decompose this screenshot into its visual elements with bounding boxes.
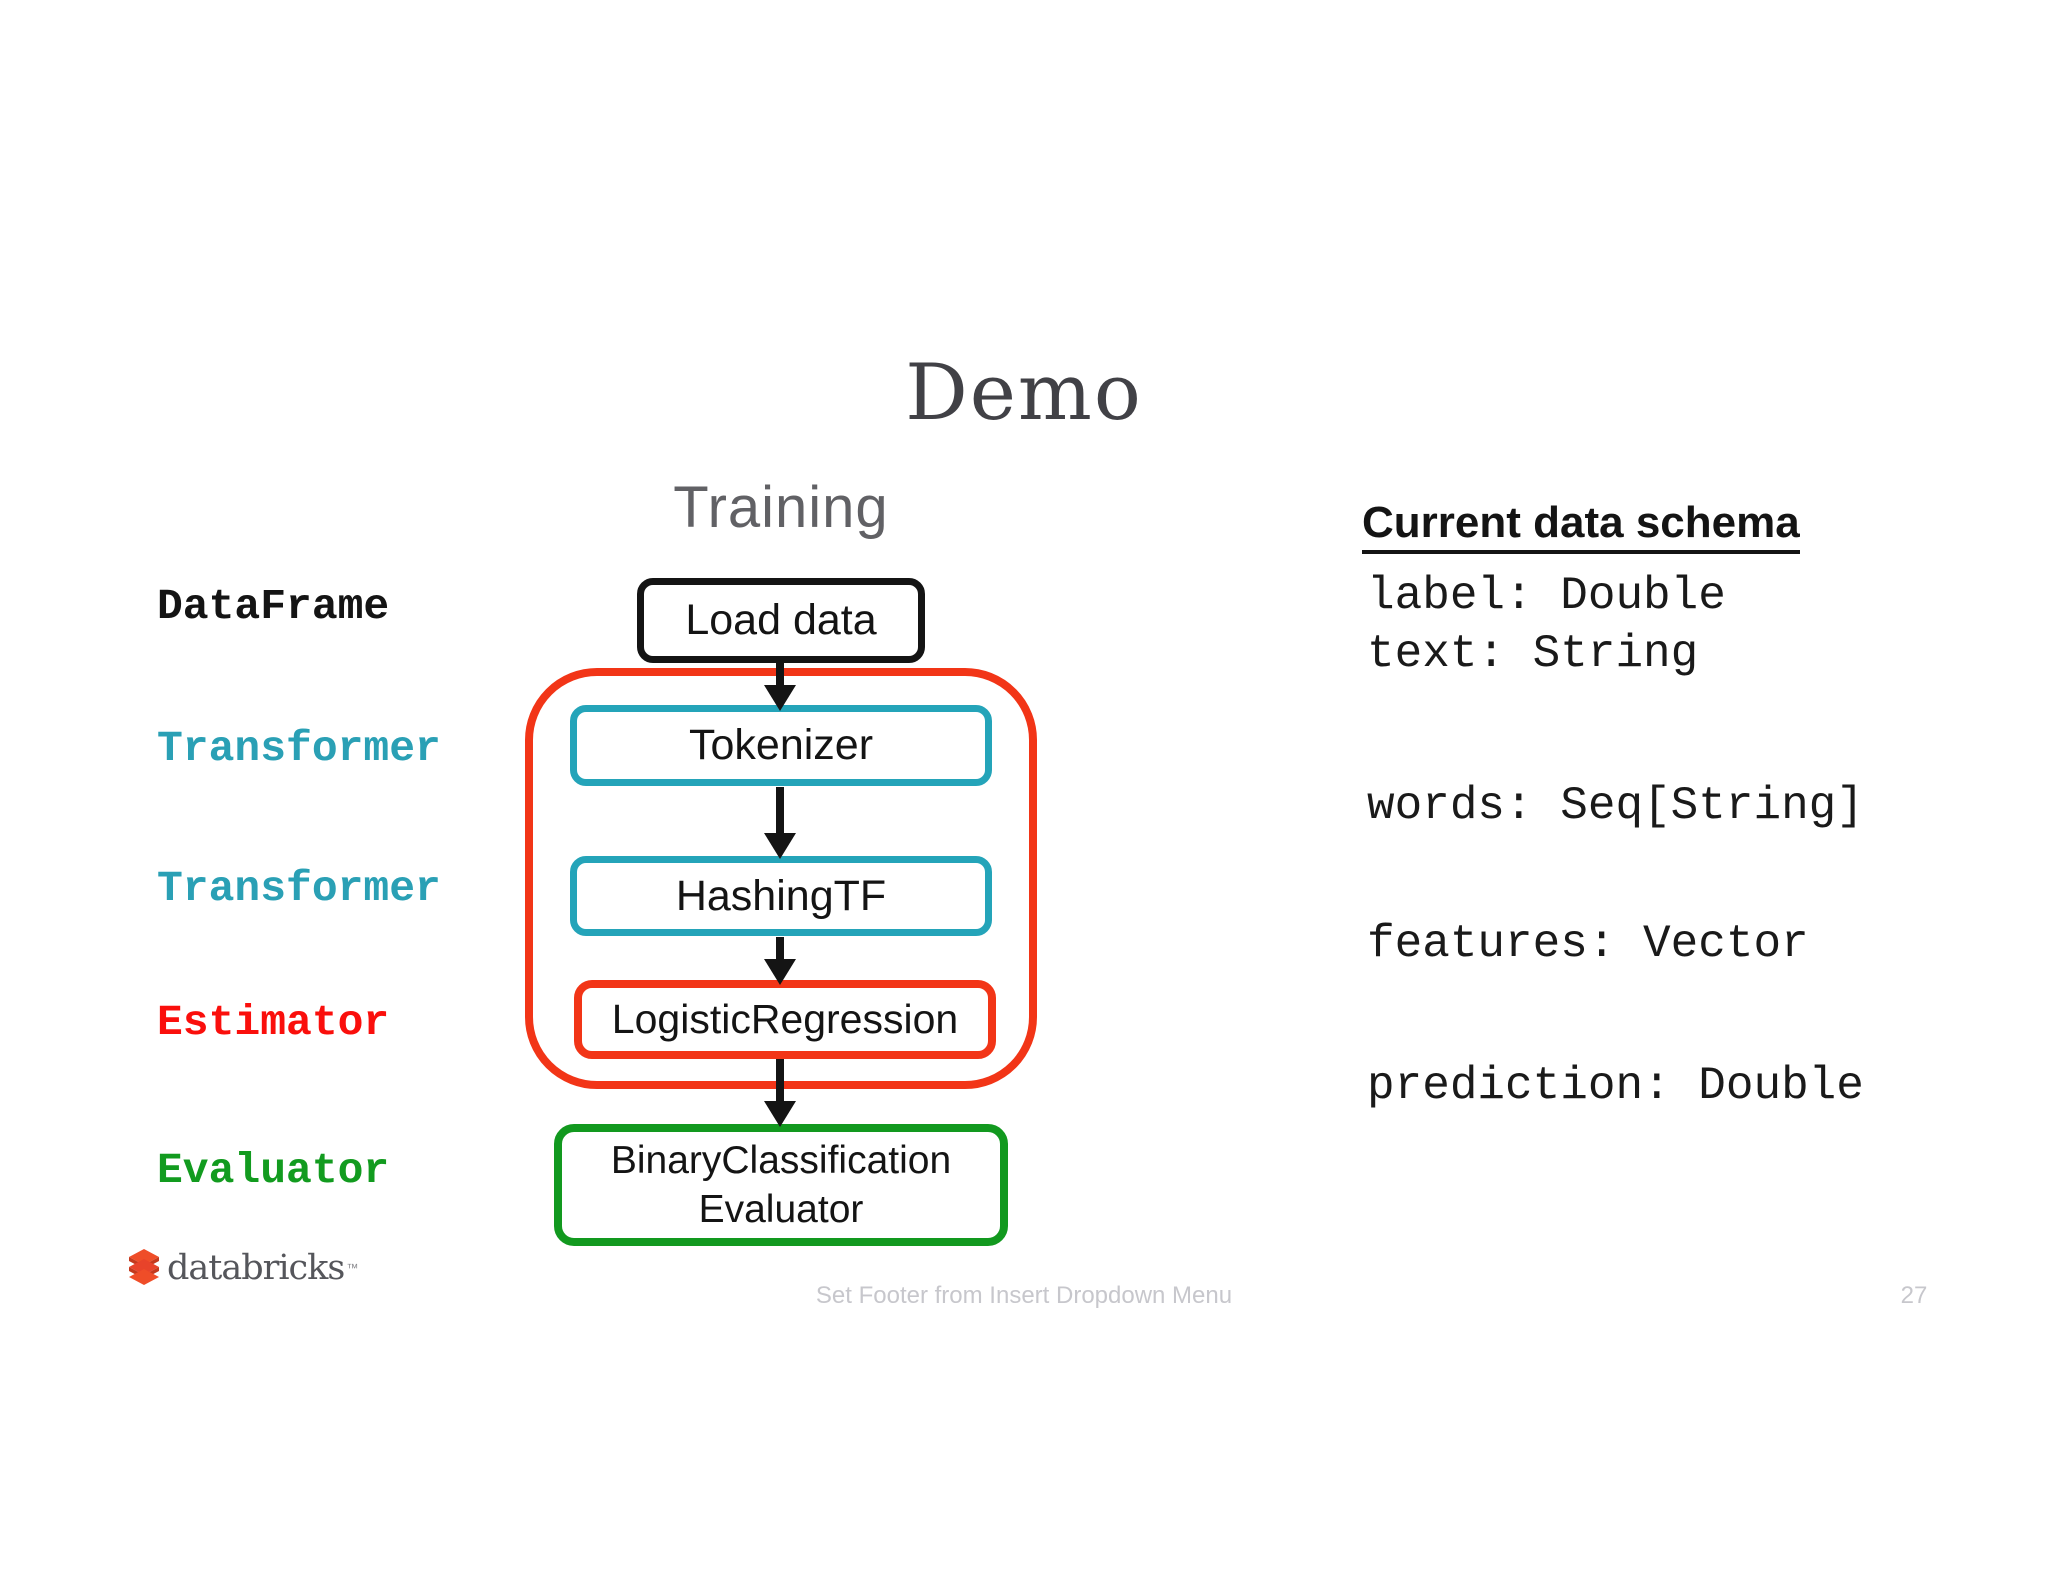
slide-title: Demo <box>905 348 1143 438</box>
databricks-bricks-icon <box>129 1249 159 1285</box>
node-logistic-regression-label: LogisticRegression <box>611 996 959 1042</box>
databricks-wordmark: databricks <box>167 1248 345 1288</box>
node-load-data: Load data <box>637 578 925 663</box>
node-binary-classification-evaluator: BinaryClassification Evaluator <box>554 1124 1008 1246</box>
down-arrow-icon <box>764 787 796 859</box>
schema-line-words: words: Seq[String] <box>1367 780 1864 832</box>
footer-placeholder-text: Set Footer from Insert Dropdown Menu <box>815 1282 1233 1309</box>
schema-line-text: text: String <box>1367 628 1699 680</box>
node-binary-line2: Evaluator <box>698 1188 864 1231</box>
schema-heading: Current data schema <box>1362 498 1800 554</box>
schema-line-label: label: Double <box>1367 570 1726 622</box>
schema-line-prediction: prediction: Double <box>1367 1060 1864 1112</box>
training-heading: Training <box>673 475 889 540</box>
pipeline-row-label-estimator: Estimator <box>157 998 390 1047</box>
node-tokenizer: Tokenizer <box>570 705 992 786</box>
node-load-data-label: Load data <box>685 596 877 644</box>
pipeline-row-label-transformer: Transformer <box>157 724 441 773</box>
pipeline-row-label-transformer: Transformer <box>157 864 441 913</box>
node-tokenizer-label: Tokenizer <box>688 721 874 769</box>
down-arrow-icon <box>764 937 796 985</box>
schema-line-features: features: Vector <box>1367 918 1809 970</box>
down-arrow-icon <box>764 1059 796 1127</box>
pipeline-row-label-dataframe: DataFrame <box>157 582 390 631</box>
page-number: 27 <box>1900 1282 1928 1309</box>
down-arrow-icon <box>764 659 796 711</box>
node-binary-line1: BinaryClassification <box>610 1139 952 1182</box>
pipeline-row-label-evaluator: Evaluator <box>157 1146 390 1195</box>
node-hashingtf-label: HashingTF <box>675 871 887 920</box>
trademark-symbol: ™ <box>346 1261 359 1275</box>
node-logistic-regression: LogisticRegression <box>574 980 996 1059</box>
node-hashingtf: HashingTF <box>570 856 992 936</box>
